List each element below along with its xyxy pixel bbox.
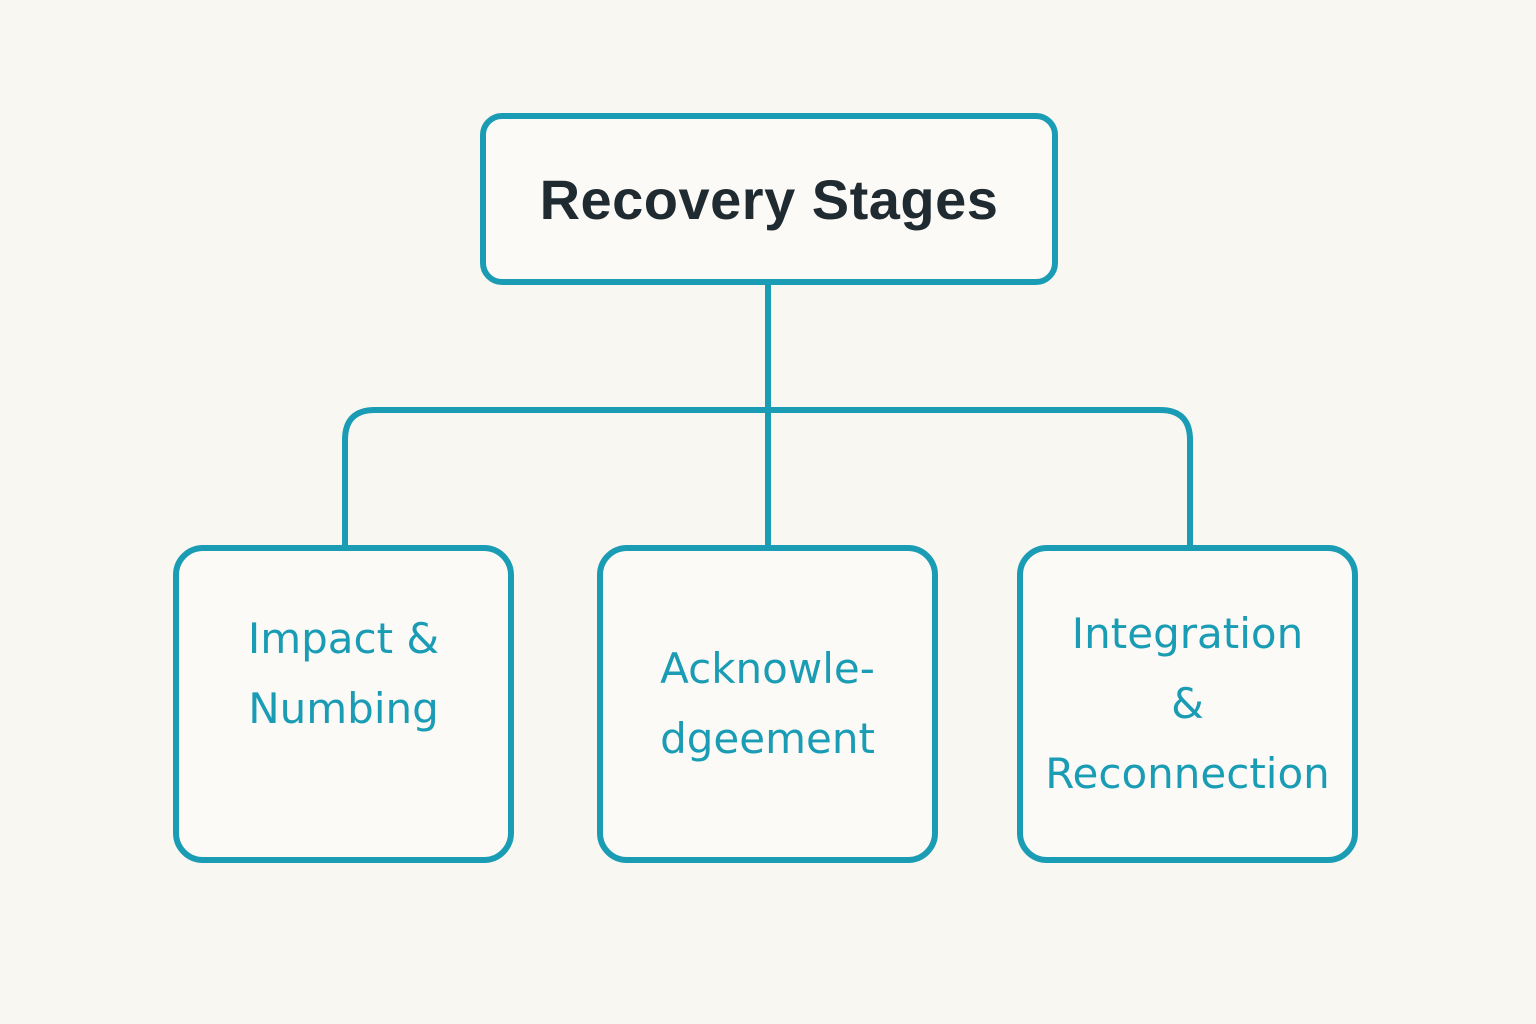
label-line: Impact &: [247, 614, 440, 663]
connector-branch-rail: [342, 407, 1193, 547]
node-acknowledgement-label: Acknowle- dgeement: [603, 634, 932, 774]
label-line: &: [1171, 679, 1204, 728]
node-recovery-stages-label: Recovery Stages: [539, 167, 999, 231]
label-line: Acknowle-: [660, 644, 875, 693]
node-integration-reconnection-label: Integration & Reconnection: [1023, 599, 1352, 809]
node-recovery-stages: Recovery Stages: [480, 113, 1058, 285]
node-impact-numbing: Impact & Numbing: [173, 545, 514, 863]
node-acknowledgement: Acknowle- dgeement: [597, 545, 938, 863]
node-impact-numbing-label: Impact & Numbing: [179, 604, 508, 744]
label-line: dgeement: [660, 714, 875, 763]
label-line: Reconnection: [1045, 749, 1330, 798]
label-line: Integration: [1071, 609, 1304, 658]
label-line: Numbing: [248, 684, 439, 733]
node-integration-reconnection: Integration & Reconnection: [1017, 545, 1358, 863]
